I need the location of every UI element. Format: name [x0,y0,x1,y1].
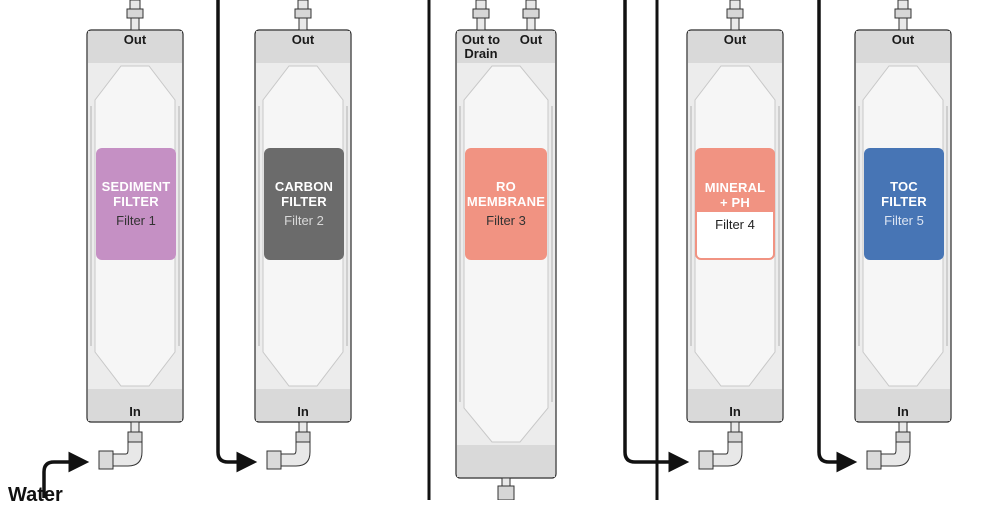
housing-bottom-cap [88,389,182,421]
fitting-collar [472,8,490,19]
fitting-nut [297,0,309,10]
housing-top-cap [256,31,350,63]
fitting-nut [897,0,909,10]
port-label-out: Out [123,32,147,47]
housing-top-cap [457,31,555,63]
top-fitting-mineral [726,0,744,31]
elbow-nut [866,450,882,470]
fitting-collar [726,8,744,19]
fitting-stem [730,421,740,433]
filter-label-mineral: MINERAL+ PH Filter 4 [695,148,775,260]
fitting-nut [525,0,537,10]
filter-number: Filter 2 [284,213,324,228]
port-label-in: In [297,404,309,419]
fitting-nut [129,0,141,10]
fitting-nut [729,0,741,10]
port-label-in: In [897,404,909,419]
housing-bottom-cap [856,389,950,421]
housing-top-cap [88,31,182,63]
top-fitting-ro-2 [522,0,540,31]
filter-name-line: RO [496,179,516,194]
top-fitting-carbon [294,0,312,31]
port-label-out: Out [519,32,543,47]
housing-bottom-cap [256,389,350,421]
filter-number: Filter 1 [116,213,156,228]
inlet-fitting-mineral [698,421,743,470]
elbow-nut [98,450,114,470]
inlet-fitting-carbon [266,421,311,470]
filter-name-line: FILTER [281,194,327,209]
bottom-fitting-ro [497,477,515,501]
port-label-out: Out [723,32,747,47]
fitting-stem [298,421,308,433]
pipe-filter4-to-filter5 [817,0,858,473]
top-fitting-ro-1 [472,0,490,31]
elbow-nut [266,450,282,470]
fitting-collar [727,431,743,443]
fitting-stem [730,17,740,31]
housing-bottom-cap [688,389,782,421]
fitting-stem [130,17,140,31]
top-fitting-sediment [126,0,144,31]
fitting-collar [126,8,144,19]
filter-name-line: FILTER [113,194,159,209]
port-label-in: In [129,404,141,419]
port-label-in: In [729,404,741,419]
fitting-stem [130,421,140,433]
filter-name-line: + PH [719,195,751,210]
fitting-collar [894,8,912,19]
pipe-ro-to-filter4 [623,0,690,473]
filter-number: Filter 4 [697,212,773,258]
fitting-stem [476,17,486,31]
fitting-collar [497,485,515,501]
fitting-stem [898,17,908,31]
inlet-fitting-toc [866,421,911,470]
elbow-body [280,441,311,467]
fitting-collar [295,431,311,443]
fitting-collar [895,431,911,443]
filter-name-line: CARBON [274,179,334,194]
filter-name-line: MINERAL [704,180,766,195]
fitting-collar [522,8,540,19]
fitting-stem [501,477,511,487]
port-label-out: Out [891,32,915,47]
fitting-stem [898,421,908,433]
filter-number: Filter 3 [486,213,526,228]
fitting-collar [294,8,312,19]
fitting-nut [475,0,487,10]
filter-name-line: SEDIMENT [101,179,171,194]
filter-name-line: TOC [890,179,918,194]
housing-top-cap [688,31,782,63]
plumbing [42,0,858,500]
filter-number: Filter 5 [884,213,924,228]
elbow-nut [698,450,714,470]
fitting-collar [127,431,143,443]
water-inlet-arrow [42,451,90,498]
fitting-stem [526,17,536,31]
water-inlet-label: Water [8,484,63,506]
elbow-body [112,441,143,467]
filter-name-line: MEMBRANE [466,194,546,209]
housing-bottom-cap [457,445,555,477]
elbow-body [712,441,743,467]
inlet-fitting-sediment [98,421,143,470]
elbow-body [880,441,911,467]
fitting-stem [298,17,308,31]
top-fitting-toc [894,0,912,31]
filter-name-line: FILTER [881,194,927,209]
housing-top-cap [856,31,950,63]
port-label-out: Out [291,32,315,47]
port-label-out: Out to Drain [461,32,501,61]
pipe-filter1-to-filter2 [216,0,258,473]
